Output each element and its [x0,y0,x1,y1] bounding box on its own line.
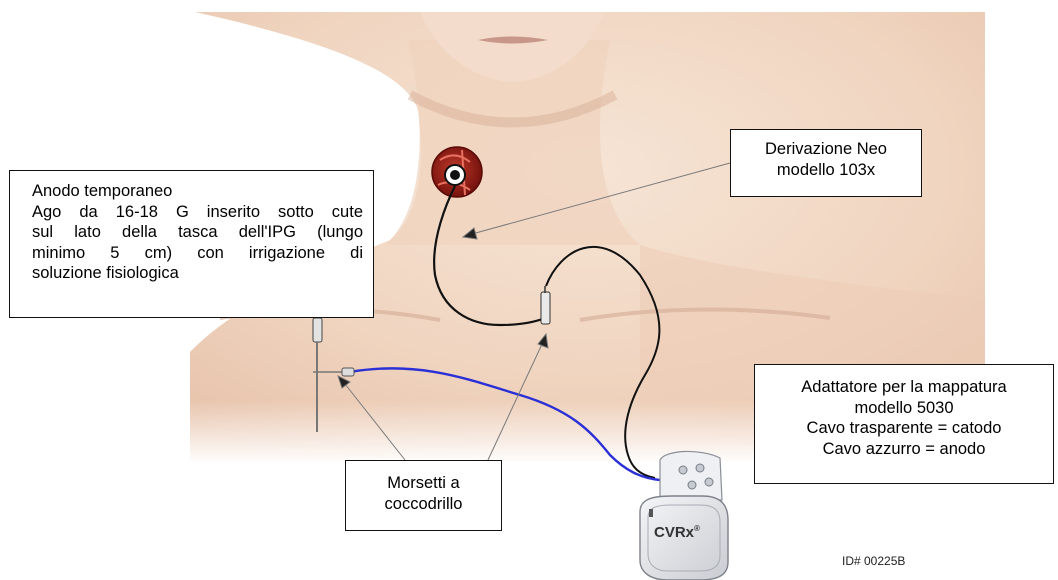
callout-morsetti: Morsetti a coccodrillo [345,460,502,531]
callout-anodo-line: minimo 5 cm) con irrigazione di [32,243,363,264]
blue-cable-clip [342,368,354,376]
callout-adattatore: Adattatore per la mappatura modello 5030… [754,364,1054,484]
callout-morsetti-line: Morsetti a [346,473,501,494]
lead-connector [541,286,550,324]
carotid-inset [432,147,482,197]
device-logo: CVRx® [654,524,700,541]
callout-anodo-title: Anodo temporaneo [32,181,363,202]
callout-adattatore-line: modello 5030 [755,398,1053,419]
ipg-device [640,451,728,580]
callout-adattatore-line: Adattatore per la mappatura [755,377,1053,398]
callout-adattatore-line: Cavo azzurro = anodo [755,439,1053,460]
callout-anodo-temporaneo: Anodo temporaneo Ago da 16-18 G inserito… [9,170,374,318]
callout-anodo-line: soluzione fisiologica [32,263,363,284]
callout-anodo-line: Ago da 16-18 G inserito sotto cute [32,202,363,223]
callout-anodo-line: sul lato della tasca dell'IPG (lungo [32,222,363,243]
callout-neo-line: Derivazione Neo [731,139,921,160]
callout-neo-line: modello 103x [731,160,921,181]
callout-morsetti-line: coccodrillo [346,494,501,515]
callout-adattatore-line: Cavo trasparente = catodo [755,418,1053,439]
callout-derivazione-neo: Derivazione Neo modello 103x [730,129,922,197]
document-id: ID# 00225B [842,554,905,568]
